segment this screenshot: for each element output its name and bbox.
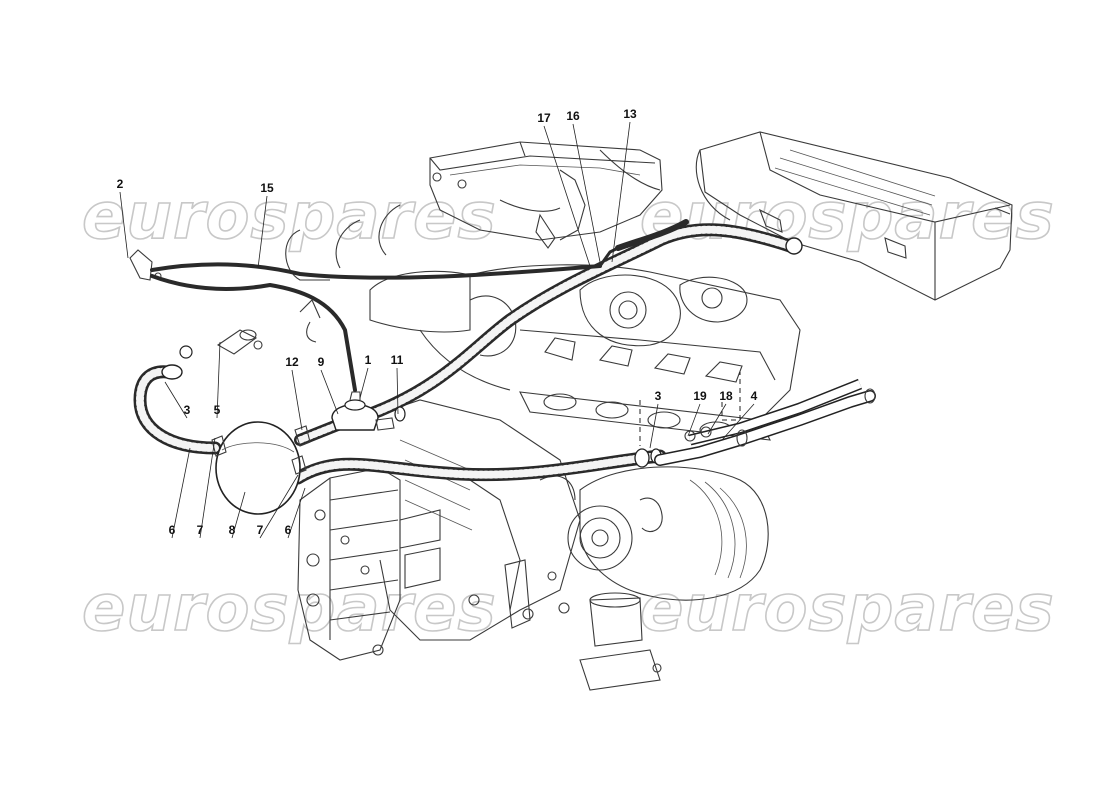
leader-line-c7a — [199, 437, 216, 539]
gearbox-housing — [297, 467, 401, 661]
leader-line-c19 — [687, 403, 701, 437]
callout-c15: 15 — [260, 181, 274, 195]
bell-housing — [558, 466, 769, 691]
leader-line-c16 — [572, 123, 601, 263]
leader-line-c5 — [216, 341, 221, 419]
intake-manifold — [285, 141, 663, 281]
callout-c18: 18 — [719, 389, 733, 403]
leader-line-c4 — [721, 403, 755, 441]
leader-line-c1 — [359, 367, 369, 399]
watermark-top-right: eurospares — [640, 180, 1055, 254]
leader-line-c9 — [320, 369, 339, 415]
callout-c2: 2 — [117, 177, 124, 191]
callout-c8: 8 — [229, 523, 236, 537]
leader-line-c7b — [259, 474, 299, 539]
callout-c3b: 3 — [655, 389, 662, 403]
watermarks: eurospares eurospares eurospares eurospa… — [81, 179, 1055, 647]
callout-c1: 1 — [365, 353, 372, 367]
leader-line-c15 — [257, 195, 268, 269]
air-box — [695, 131, 1013, 301]
callout-c19: 19 — [693, 389, 707, 403]
callout-c17: 17 — [537, 111, 551, 125]
callout-c9: 9 — [318, 355, 325, 369]
leader-line-c2 — [119, 191, 129, 259]
leader-line-c12 — [291, 369, 303, 431]
leader-line-c11 — [396, 367, 399, 415]
thin-tubes — [150, 219, 689, 392]
leader-line-c17 — [543, 125, 591, 267]
watermark-bottom-right: eurospares — [640, 572, 1055, 646]
leader-line-c8 — [231, 491, 246, 539]
watermark-bottom-left: eurospares — [82, 572, 497, 646]
leader-line-c13 — [611, 121, 631, 263]
callout-c7a: 7 — [197, 523, 204, 537]
hoses — [133, 223, 797, 485]
vacuum-valve-1 — [331, 391, 395, 431]
callout-c13: 13 — [623, 107, 637, 121]
callout-c11: 11 — [391, 353, 404, 367]
callout-c6a: 6 — [169, 523, 176, 537]
callout-c12: 12 — [285, 355, 299, 369]
callout-c6b: 6 — [285, 523, 292, 537]
callout-c7b: 7 — [257, 523, 264, 537]
callout-c4: 4 — [751, 389, 758, 403]
leader-line-c18 — [707, 403, 727, 435]
callout-c16: 16 — [566, 109, 580, 123]
leader-line-c6b — [287, 487, 306, 539]
callout-c5: 5 — [214, 403, 221, 417]
rigid-pipe-4 — [654, 378, 876, 466]
leader-line-c3b — [649, 403, 659, 449]
watermark-top-left: eurospares — [82, 180, 497, 254]
charcoal-canister-8 — [211, 421, 311, 515]
leader-line-c3a — [164, 381, 188, 419]
callout-c3a: 3 — [184, 403, 191, 417]
leader-line-c6a — [171, 447, 191, 539]
